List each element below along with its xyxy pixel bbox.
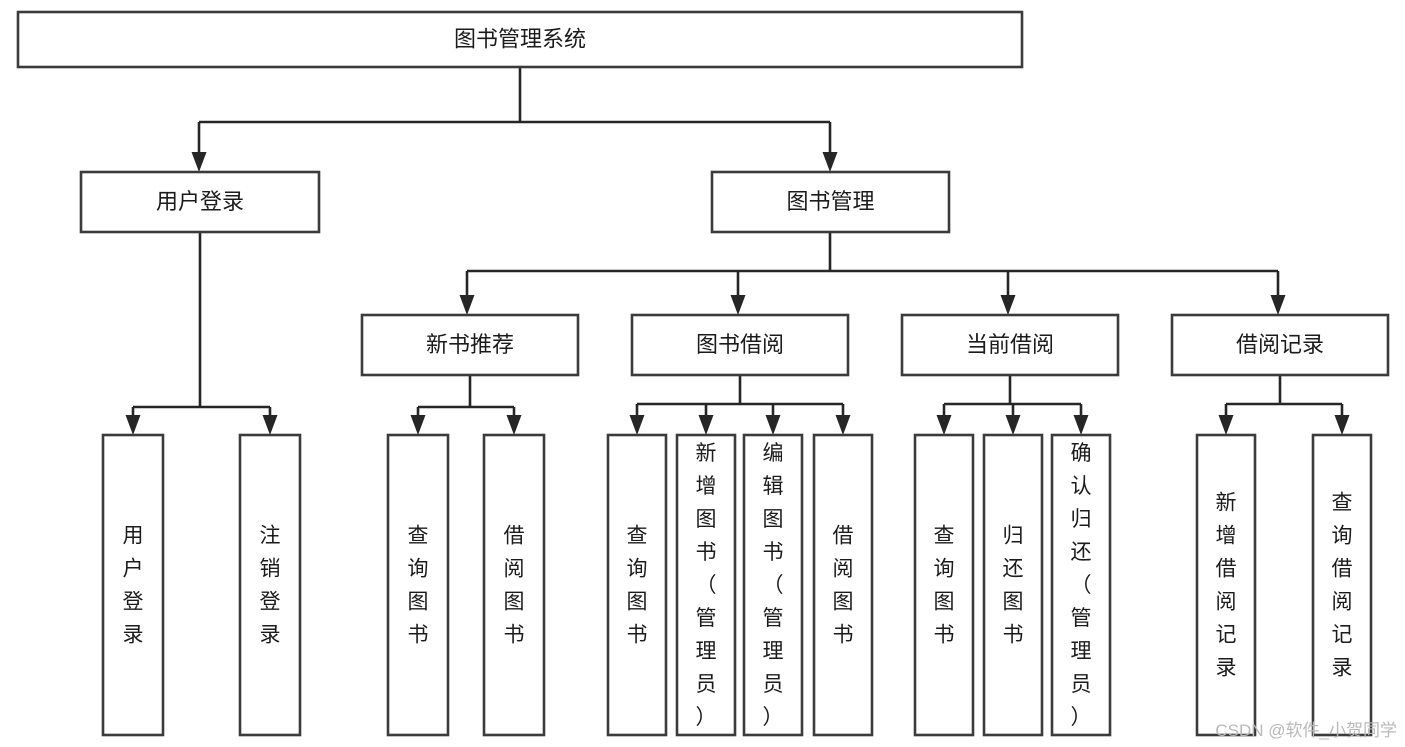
arrow-head-icon: [1218, 415, 1234, 435]
node-box[interactable]: [982, 433, 1044, 737]
arrow-head-icon: [1000, 295, 1016, 315]
node-leaf-confirm-return[interactable]: 确认归还（管理员）: [1050, 433, 1112, 737]
connector-group-bookmgmt-to-level2: [459, 232, 1286, 315]
node-book-borrow[interactable]: 图书借阅: [630, 313, 850, 377]
node-user-login[interactable]: 用户登录: [79, 170, 321, 234]
node-label: 用户登录: [123, 524, 144, 646]
node-box[interactable]: [101, 433, 165, 737]
node-box[interactable]: [742, 433, 804, 737]
arrow-head-icon: [125, 415, 141, 435]
node-leaf-query-book-current[interactable]: 查询图书: [913, 433, 975, 737]
node-leaf-user-login[interactable]: 用户登录: [101, 433, 165, 737]
node-label: 归还图书: [1003, 524, 1024, 646]
node-label: 用户登录: [156, 189, 244, 214]
connector-group-root-to-level1: [191, 67, 838, 172]
node-leaf-logout[interactable]: 注销登录: [238, 433, 302, 737]
node-leaf-borrow-book[interactable]: 借阅图书: [812, 433, 874, 737]
arrow-head-icon: [835, 415, 851, 435]
arrow-head-icon: [765, 415, 781, 435]
node-label: 当前借阅: [966, 332, 1054, 357]
node-label: 查询图书: [627, 524, 648, 646]
node-label: 查询借阅记录: [1332, 491, 1353, 679]
node-label: 借阅记录: [1236, 332, 1324, 357]
node-label: 借阅图书: [504, 524, 525, 646]
node-label: 新书推荐: [426, 332, 514, 357]
connector-group-record-to-leaves: [1218, 375, 1350, 435]
arrow-head-icon: [1005, 415, 1021, 435]
arrow-head-icon: [730, 295, 746, 315]
connector-group-userlogin-to-leaves: [125, 232, 278, 435]
arrow-head-icon: [506, 415, 522, 435]
node-new-book-recommend[interactable]: 新书推荐: [360, 313, 580, 377]
csdn-watermark: CSDN @软件_小贺同学: [1215, 721, 1397, 740]
node-box[interactable]: [79, 170, 321, 234]
arrow-head-icon: [822, 152, 838, 172]
arrow-head-icon: [698, 415, 714, 435]
arrow-head-icon: [191, 152, 207, 172]
node-label: 注销登录: [260, 524, 281, 646]
node-layer: 图书管理系统用户登录图书管理新书推荐图书借阅当前借阅借阅记录用户登录注销登录查询…: [16, 10, 1390, 737]
arrow-head-icon: [262, 415, 278, 435]
node-leaf-borrow-book-recommend[interactable]: 借阅图书: [482, 433, 546, 737]
arrow-head-icon: [1334, 415, 1350, 435]
node-leaf-edit-book[interactable]: 编辑图书（管理员）: [742, 433, 804, 737]
node-label: 图书管理: [786, 189, 874, 214]
node-box[interactable]: [1050, 433, 1112, 737]
connector-group-borrow-to-leaves: [629, 375, 851, 435]
node-box[interactable]: [482, 433, 546, 737]
node-label: 图书借阅: [696, 332, 784, 357]
node-borrow-record[interactable]: 借阅记录: [1170, 313, 1390, 377]
arrow-head-icon: [459, 295, 475, 315]
connector-group-recommend-to-leaves: [410, 375, 522, 435]
node-label: 借阅图书: [833, 524, 854, 646]
node-label: 查询图书: [934, 524, 955, 646]
node-label: 新增借阅记录: [1216, 491, 1237, 679]
connector-layer: [125, 67, 1350, 435]
node-box[interactable]: [913, 433, 975, 737]
node-leaf-add-borrow-record[interactable]: 新增借阅记录: [1195, 433, 1257, 737]
node-box[interactable]: [606, 433, 668, 737]
node-box[interactable]: [16, 10, 1024, 69]
node-box[interactable]: [1170, 313, 1390, 377]
node-leaf-query-borrow-record[interactable]: 查询借阅记录: [1311, 433, 1373, 737]
node-box[interactable]: [238, 433, 302, 737]
node-label: 编辑图书（管理员）: [763, 442, 784, 729]
node-box[interactable]: [675, 433, 737, 737]
node-label: 图书管理系统: [454, 26, 586, 51]
node-box[interactable]: [1195, 433, 1257, 737]
node-label: 新增图书（管理员）: [696, 442, 717, 729]
node-label: 查询图书: [408, 524, 429, 646]
node-box[interactable]: [386, 433, 450, 737]
node-leaf-add-book[interactable]: 新增图书（管理员）: [675, 433, 737, 737]
arrow-head-icon: [410, 415, 426, 435]
node-box[interactable]: [360, 313, 580, 377]
node-box[interactable]: [812, 433, 874, 737]
arrow-head-icon: [1270, 295, 1286, 315]
node-box[interactable]: [710, 170, 951, 234]
node-label: 确认归还（管理员）: [1071, 442, 1092, 729]
node-leaf-query-book-borrow[interactable]: 查询图书: [606, 433, 668, 737]
connector-group-current-to-leaves: [936, 375, 1089, 435]
node-current-borrow[interactable]: 当前借阅: [900, 313, 1120, 377]
node-box[interactable]: [1311, 433, 1373, 737]
arrow-head-icon: [936, 415, 952, 435]
node-leaf-query-book-recommend[interactable]: 查询图书: [386, 433, 450, 737]
node-book-management[interactable]: 图书管理: [710, 170, 951, 234]
arrow-head-icon: [629, 415, 645, 435]
node-leaf-return-book[interactable]: 归还图书: [982, 433, 1044, 737]
node-box[interactable]: [900, 313, 1120, 377]
node-root[interactable]: 图书管理系统: [16, 10, 1024, 69]
node-box[interactable]: [630, 313, 850, 377]
arrow-head-icon: [1073, 415, 1089, 435]
